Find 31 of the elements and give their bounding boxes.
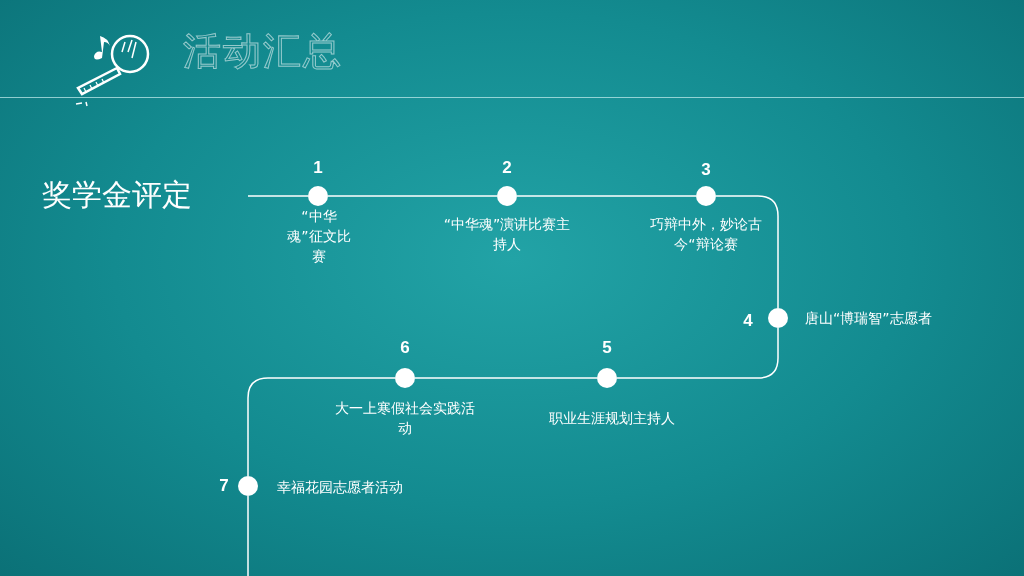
activity-text: 唐山“博瑞智”志愿者 [805, 309, 933, 328]
timeline-line [327, 195, 498, 197]
step-number: 4 [742, 311, 754, 331]
milestone-dot [497, 186, 517, 206]
milestone-dot [395, 368, 415, 388]
activity-text: “中华魂”征文比赛 [286, 207, 352, 266]
timeline-line [247, 495, 249, 576]
timeline-line [616, 327, 779, 379]
milestone-dot [696, 186, 716, 206]
step-number: 5 [601, 338, 613, 358]
step-number: 6 [399, 338, 411, 358]
page-title: 活动汇总 [183, 28, 343, 75]
step-number: 1 [312, 158, 324, 178]
milestone-dot [768, 308, 788, 328]
timeline-line [414, 377, 598, 379]
step-number: 3 [700, 160, 712, 180]
timeline-line [516, 195, 697, 197]
timeline-line [247, 195, 309, 197]
activity-text: 大一上寒假社会实践活动 [334, 399, 476, 438]
milestone-dot [238, 476, 258, 496]
section-heading: 奖学金评定 [42, 176, 192, 214]
milestone-dot [308, 186, 328, 206]
milestone-dot [597, 368, 617, 388]
timeline-line [715, 195, 779, 309]
activity-text: 巧辩中外，妙论古今“辩论赛 [649, 215, 763, 254]
timeline-line [247, 377, 396, 477]
activity-text: 职业生涯规划主持人 [548, 409, 676, 428]
activity-text: “中华魂”演讲比赛主持人 [442, 215, 572, 254]
activity-text: 幸福花园志愿者活动 [277, 478, 404, 497]
step-number: 2 [501, 158, 513, 178]
step-number: 7 [218, 476, 230, 496]
